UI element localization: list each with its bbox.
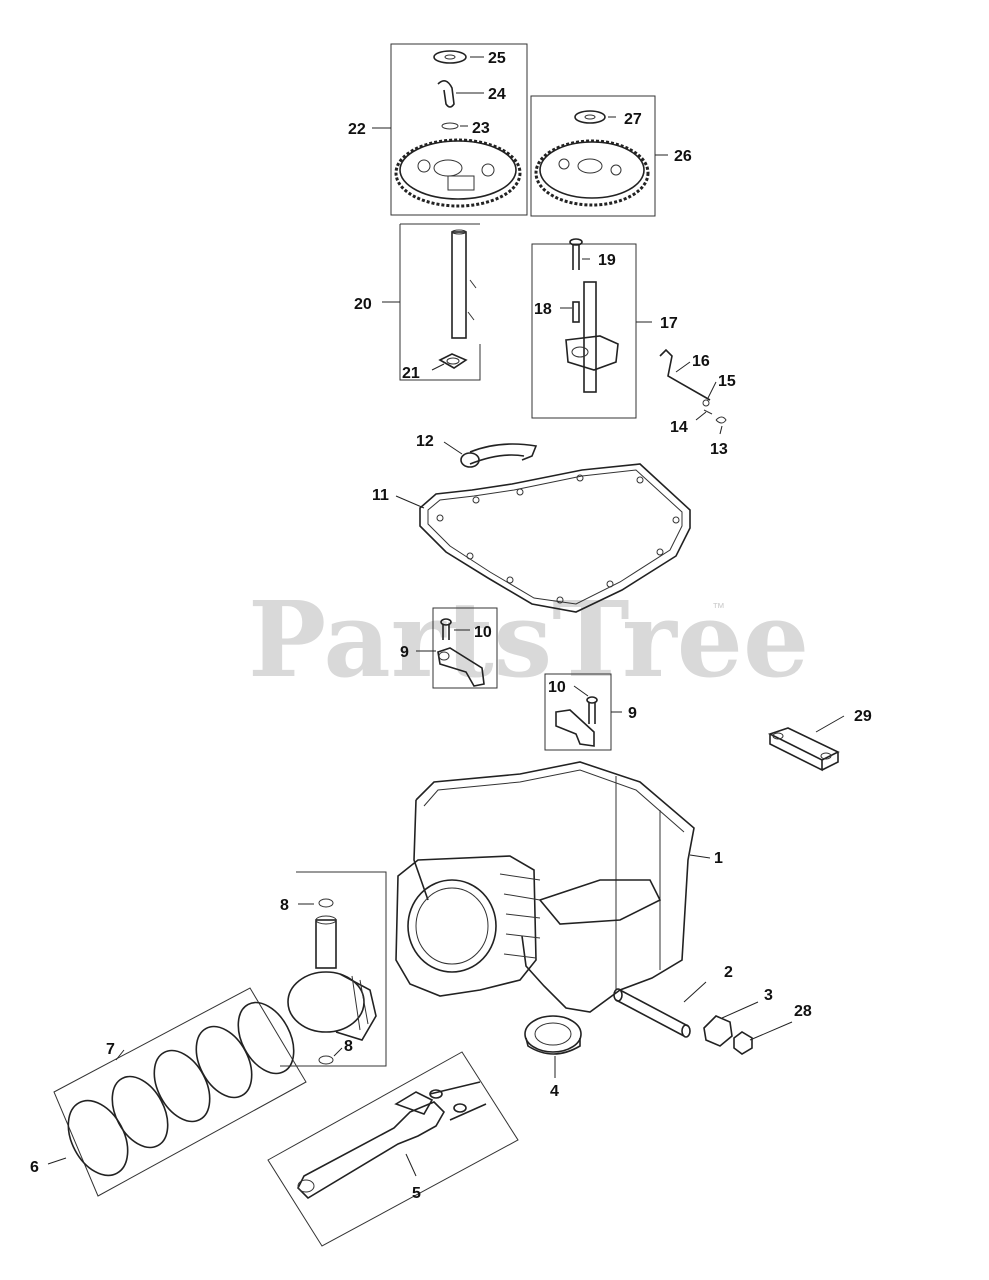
watermark-text: PartsTree (248, 578, 809, 701)
pin-24 (437, 80, 455, 108)
callout-10: 10 (474, 624, 492, 641)
callout-24: 24 (488, 86, 506, 103)
pin-14 (703, 409, 713, 415)
callout-9: 9 (400, 644, 409, 661)
callout-23: 23 (472, 120, 490, 137)
callout-14: 14 (670, 419, 688, 436)
balance-weight-9-upper (437, 647, 485, 687)
group-box-17 (531, 243, 637, 419)
cam-gear-22 (394, 138, 522, 208)
group-box-20 (399, 223, 481, 381)
piston-pin-8 (315, 915, 337, 969)
callout-13: 13 (710, 441, 728, 458)
oil-seal-4 (524, 1015, 582, 1055)
screw-10-upper (440, 618, 452, 640)
callout-labels: 1 2 3 4 5 6 7 8 8 9 9 10 10 11 12 13 14 … (30, 50, 872, 1202)
callout-29: 29 (854, 708, 872, 725)
washer-27 (574, 110, 606, 124)
callout-8-lower: 8 (344, 1038, 353, 1055)
group-box-8 (280, 871, 387, 1067)
shaft-20 (451, 229, 477, 339)
clip-13 (715, 416, 727, 424)
nut-3 (703, 1015, 733, 1047)
pin-18 (572, 301, 580, 323)
watermark-trademark: ™ (712, 600, 725, 615)
callout-16: 16 (692, 353, 710, 370)
callout-4: 4 (550, 1083, 559, 1100)
washer-25 (433, 50, 467, 64)
group-box-22 (390, 43, 528, 216)
callout-8: 8 (280, 897, 289, 914)
leader-lines (47, 56, 845, 1177)
callout-7: 7 (106, 1041, 115, 1058)
rod-16 (659, 348, 711, 401)
callout-18: 18 (534, 301, 552, 318)
callout-25: 25 (488, 50, 506, 67)
crankcase-1 (395, 761, 695, 1013)
callout-28: 28 (794, 1003, 812, 1020)
callout-21: 21 (402, 365, 420, 382)
callout-11: 11 (372, 487, 389, 504)
callout-27: 27 (624, 111, 642, 128)
callout-20: 20 (354, 296, 372, 313)
callout-6: 6 (30, 1159, 39, 1176)
screw-19 (569, 238, 583, 270)
ring-23 (441, 122, 459, 130)
link-29 (767, 727, 840, 772)
callout-19: 19 (598, 252, 616, 269)
group-box-9-upper (432, 607, 498, 689)
callout-26: 26 (674, 148, 692, 165)
callout-5: 5 (412, 1185, 421, 1202)
screw-10-lower (586, 696, 598, 724)
breather-tube-12 (460, 443, 538, 468)
callout-1: 1 (714, 850, 723, 867)
group-box-5 (267, 1051, 519, 1247)
plate-21 (438, 353, 468, 369)
group-box-7 (53, 987, 307, 1197)
callout-17: 17 (660, 315, 678, 332)
group-box-26 (530, 95, 656, 217)
piston (287, 971, 377, 1041)
piston-rings-7 (67, 1001, 295, 1177)
callout-12: 12 (416, 433, 434, 450)
callout-3: 3 (764, 987, 773, 1004)
callout-10-lower: 10 (548, 679, 566, 696)
clip-8-lower (318, 1055, 334, 1065)
washer-15 (702, 399, 710, 407)
governor-assembly-17 (565, 281, 619, 393)
connecting-rod-5 (297, 1081, 487, 1200)
gasket-11 (419, 463, 691, 613)
cap-28 (733, 1031, 753, 1055)
screw-2 (613, 988, 691, 1038)
callout-15: 15 (718, 373, 736, 390)
clip-8-upper (318, 898, 334, 908)
gear-26 (534, 139, 650, 207)
callout-2: 2 (724, 964, 733, 981)
balance-weight-9-lower (555, 709, 595, 747)
callout-22: 22 (348, 121, 366, 138)
callout-9-lower: 9 (628, 705, 637, 722)
